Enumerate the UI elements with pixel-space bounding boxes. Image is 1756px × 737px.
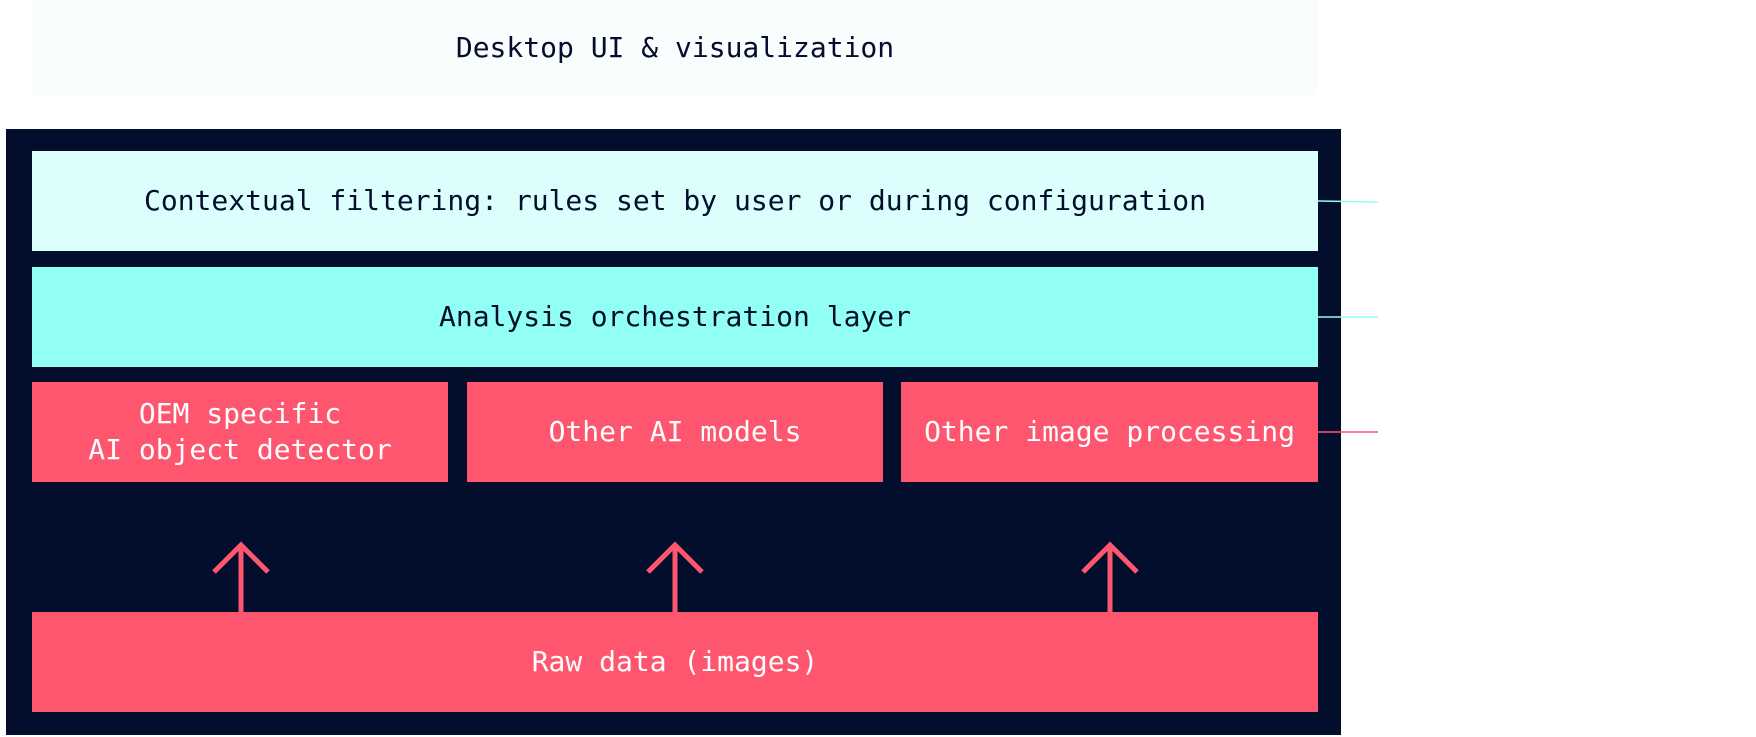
orchestration-layer-block: Analysis orchestration layer	[32, 267, 1318, 367]
oem-detector-block: OEM specific AI object detector	[32, 382, 448, 482]
desktop-ui-block: Desktop UI & visualization	[32, 0, 1318, 95]
contextual-filtering-block: Contextual filtering: rules set by user …	[32, 151, 1318, 251]
other-ai-models-block: Other AI models	[467, 382, 883, 482]
image-processing-block: Other image processing	[901, 382, 1318, 482]
raw-data-block: Raw data (images)	[32, 612, 1318, 712]
